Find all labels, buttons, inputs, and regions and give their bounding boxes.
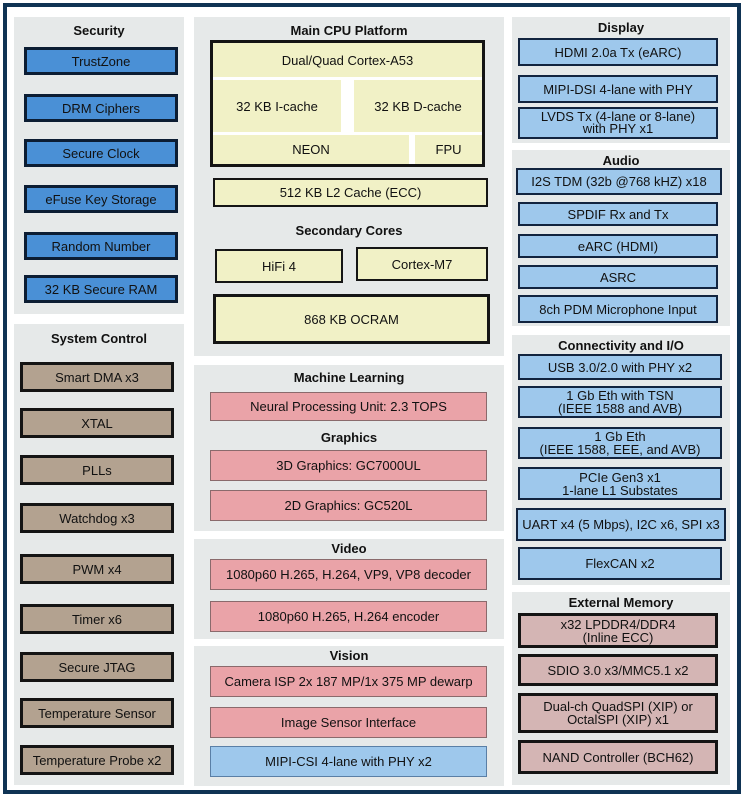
- hifi4-block: HiFi 4: [215, 249, 343, 283]
- l2-cache-block: 512 KB L2 Cache (ECC): [213, 178, 488, 207]
- icache-cell: 32 KB I-cache: [213, 80, 341, 132]
- memory-block: NAND Controller (BCH62): [518, 740, 718, 774]
- audio-panel: Audio I2S TDM (32b @768 kHZ) x18 SPDIF R…: [512, 150, 730, 326]
- connectivity-block: 1 Gb Eth with TSN (IEEE 1588 and AVB): [518, 386, 722, 418]
- audio-block: eARC (HDMI): [518, 234, 718, 258]
- system-control-block: Temperature Probe x2: [20, 745, 174, 775]
- neon-cell: NEON: [213, 135, 409, 164]
- camera-isp-block: Camera ISP 2x 187 MP/1x 375 MP dewarp: [210, 666, 487, 697]
- cpu-cluster: Dual/Quad Cortex-A53 32 KB I-cache 32 KB…: [210, 40, 485, 167]
- system-control-block: Watchdog x3: [20, 503, 174, 533]
- memory-block: Dual-ch QuadSPI (XIP) or OctalSPI (XIP) …: [518, 693, 718, 733]
- display-block: LVDS Tx (4-lane or 8-lane) with PHY x1: [518, 107, 718, 139]
- system-control-block: PLLs: [20, 455, 174, 485]
- system-control-block: Temperature Sensor: [20, 698, 174, 728]
- security-panel: Security TrustZone DRM Ciphers Secure Cl…: [14, 17, 184, 314]
- ocram-block: 868 KB OCRAM: [213, 294, 490, 344]
- npu-block: Neural Processing Unit: 2.3 TOPS: [210, 392, 487, 421]
- vision-title: Vision: [329, 648, 369, 663]
- video-encoder-block: 1080p60 H.265, H.264 encoder: [210, 601, 487, 632]
- security-block: Random Number: [24, 232, 178, 260]
- image-sensor-block: Image Sensor Interface: [210, 707, 487, 738]
- system-control-block: Timer x6: [20, 604, 174, 634]
- audio-block: ASRC: [518, 265, 718, 289]
- security-block: Secure Clock: [24, 139, 178, 167]
- security-title: Security: [73, 23, 125, 38]
- gpu-3d-block: 3D Graphics: GC7000UL: [210, 450, 487, 481]
- gpu-2d-block: 2D Graphics: GC520L: [210, 490, 487, 521]
- cortex-m7-block: Cortex-M7: [356, 247, 488, 281]
- graphics-title: Graphics: [320, 430, 378, 445]
- video-title: Video: [331, 541, 367, 556]
- fpu-cell: FPU: [415, 135, 482, 164]
- system-control-block: PWM x4: [20, 554, 174, 584]
- cortex-a53-cell: Dual/Quad Cortex-A53: [213, 43, 482, 77]
- system-control-block: XTAL: [20, 408, 174, 438]
- ml-graphics-panel: Machine Learning Neural Processing Unit:…: [194, 365, 504, 531]
- secondary-cores-title: Secondary Cores: [295, 223, 403, 238]
- video-panel: Video 1080p60 H.265, H.264, VP9, VP8 dec…: [194, 539, 504, 639]
- audio-block: I2S TDM (32b @768 kHZ) x18: [516, 168, 722, 195]
- connectivity-block: 1 Gb Eth (IEEE 1588, EEE, and AVB): [518, 427, 722, 459]
- display-title: Display: [597, 20, 645, 35]
- audio-block: SPDIF Rx and Tx: [518, 202, 718, 226]
- dcache-cell: 32 KB D-cache: [354, 80, 482, 132]
- main-cpu-title: Main CPU Platform: [290, 23, 408, 38]
- connectivity-block: USB 3.0/2.0 with PHY x2: [518, 354, 722, 380]
- external-memory-title: External Memory: [568, 595, 674, 610]
- connectivity-block: UART x4 (5 Mbps), I2C x6, SPI x3: [516, 508, 726, 541]
- main-cpu-panel: Main CPU Platform Dual/Quad Cortex-A53 3…: [194, 17, 504, 356]
- audio-title: Audio: [602, 153, 640, 168]
- security-block: TrustZone: [24, 47, 178, 75]
- security-block: DRM Ciphers: [24, 94, 178, 122]
- external-memory-panel: External Memory x32 LPDDR4/DDR4 (Inline …: [512, 592, 730, 785]
- display-panel: Display HDMI 2.0a Tx (eARC) MIPI-DSI 4-l…: [512, 17, 730, 143]
- system-control-block: Smart DMA x3: [20, 362, 174, 392]
- mipi-csi-block: MIPI-CSI 4-lane with PHY x2: [210, 746, 487, 777]
- connectivity-block: PCIe Gen3 x1 1-lane L1 Substates: [518, 467, 722, 500]
- system-control-panel: System Control Smart DMA x3 XTAL PLLs Wa…: [14, 324, 184, 785]
- vision-panel: Vision Camera ISP 2x 187 MP/1x 375 MP de…: [194, 646, 504, 786]
- security-block: eFuse Key Storage: [24, 185, 178, 213]
- security-block: 32 KB Secure RAM: [24, 275, 178, 303]
- connectivity-title: Connectivity and I/O: [558, 338, 684, 353]
- display-block: MIPI-DSI 4-lane with PHY: [518, 75, 718, 103]
- system-control-title: System Control: [50, 331, 148, 346]
- memory-block: SDIO 3.0 x3/MMC5.1 x2: [518, 654, 718, 686]
- video-decoder-block: 1080p60 H.265, H.264, VP9, VP8 decoder: [210, 559, 487, 590]
- display-block: HDMI 2.0a Tx (eARC): [518, 38, 718, 66]
- ml-title: Machine Learning: [293, 370, 405, 385]
- memory-block: x32 LPDDR4/DDR4 (Inline ECC): [518, 613, 718, 648]
- connectivity-block: FlexCAN x2: [518, 547, 722, 580]
- audio-block: 8ch PDM Microphone Input: [518, 295, 718, 323]
- system-control-block: Secure JTAG: [20, 652, 174, 682]
- connectivity-panel: Connectivity and I/O USB 3.0/2.0 with PH…: [512, 335, 730, 585]
